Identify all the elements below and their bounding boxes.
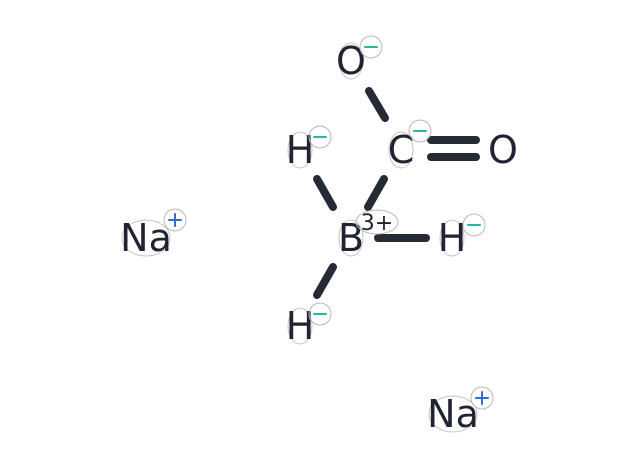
bond-o-top-c <box>365 87 389 122</box>
bond-c-b <box>364 175 388 211</box>
atom-label: C <box>388 128 415 172</box>
atom-h-lower-left: H <box>286 302 332 348</box>
atom-outline <box>388 131 414 169</box>
atom-outline <box>338 219 364 257</box>
atom-o-right: O <box>488 128 518 172</box>
atom-b: B 3+ <box>338 209 399 260</box>
atom-label: Na <box>120 216 172 260</box>
atom-outline <box>287 131 313 169</box>
atom-c: C <box>388 119 432 172</box>
atom-label: H <box>438 216 467 260</box>
atom-label: Na <box>427 392 479 436</box>
charge-circle <box>355 209 399 235</box>
atom-na-left: Na <box>120 208 187 260</box>
atom-outline <box>121 219 171 257</box>
atom-outline <box>439 219 465 257</box>
atom-label: B <box>338 216 364 260</box>
charge-label: 3+ <box>361 211 393 236</box>
charge-circle <box>470 386 494 410</box>
atom-label: O <box>336 39 366 83</box>
charge-circle <box>308 125 332 149</box>
atom-o-top: O <box>336 35 383 83</box>
charge-circle <box>163 208 187 232</box>
atom-h-upper-left: H <box>286 125 332 172</box>
charge-circle <box>359 35 383 59</box>
atom-label: H <box>286 128 315 172</box>
bond-b-h-lower-left <box>313 263 337 299</box>
charge-circle <box>408 119 432 143</box>
atom-label: O <box>488 128 518 172</box>
charge-circle <box>308 302 332 326</box>
atom-outline <box>287 307 313 345</box>
atom-na-bottom: Na <box>427 386 494 436</box>
bond-h-upper-left-b <box>313 175 337 211</box>
charge-circle <box>462 213 486 237</box>
atom-h-right: H <box>438 213 486 260</box>
atom-outline <box>338 42 364 80</box>
atom-outline <box>428 395 478 433</box>
